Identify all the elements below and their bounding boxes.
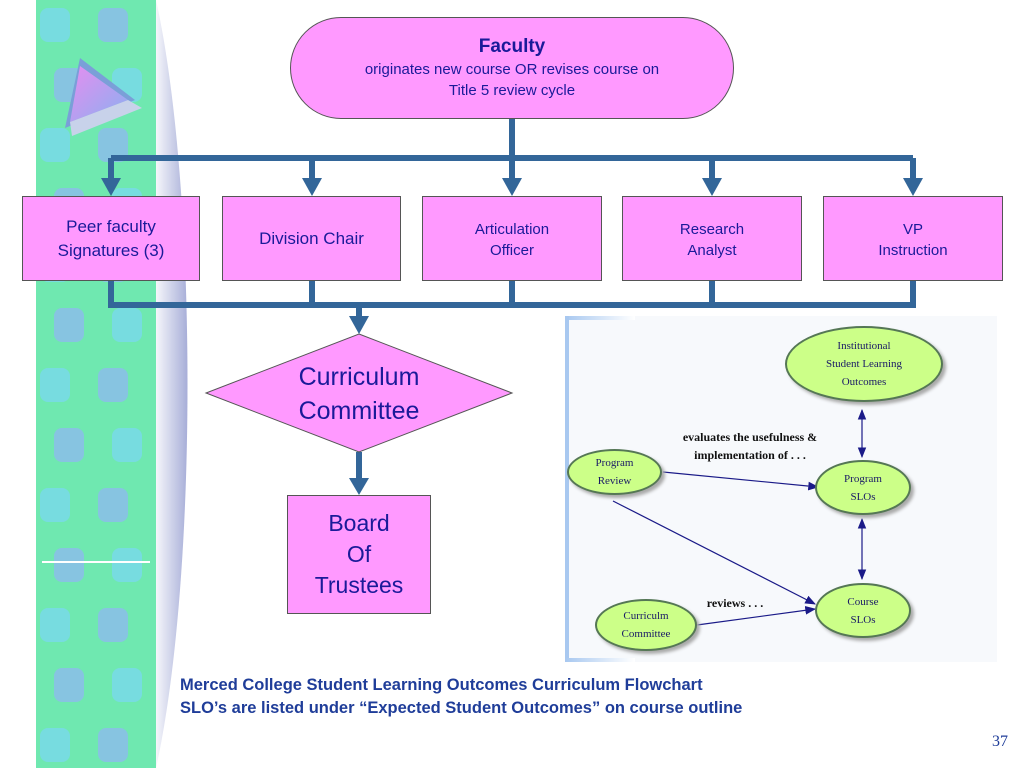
decorative-tile xyxy=(40,128,70,162)
decorative-tile xyxy=(98,368,128,402)
course-slos-line2: SLOs xyxy=(850,613,876,626)
decorative-tile xyxy=(54,308,84,342)
curriculum-committee-oval-line1: Curriculm xyxy=(623,610,669,622)
institutional-slo-oval: Institutional Student Learning Outcomes xyxy=(785,326,943,402)
slo-relationship-diagram: Institutional Student Learning Outcomes … xyxy=(565,316,997,662)
caption-line2: SLO’s are listed under “Expected Student… xyxy=(180,699,743,717)
curriculum-committee-label-line1: Curriculum xyxy=(298,363,420,391)
decorative-tile xyxy=(54,428,84,462)
decorative-tile xyxy=(98,128,128,162)
evaluates-note: evaluates the usefulness & implementatio… xyxy=(665,428,835,464)
curriculum-committee-label: Curriculum Committee xyxy=(206,360,512,428)
decorative-tile xyxy=(54,668,84,702)
decorative-tile xyxy=(98,8,128,42)
arrow-down-icon xyxy=(101,178,121,196)
decorative-tile xyxy=(98,608,128,642)
articulation-officer-label-line2: Officer xyxy=(490,242,534,259)
vp-instruction-label-line1: VP xyxy=(902,221,923,238)
articulation-officer-label-line1: Articulation xyxy=(474,221,550,238)
faculty-description-line2: Title 5 review cycle xyxy=(448,82,576,99)
connector-committee-course xyxy=(696,606,817,626)
board-label-line1: Board xyxy=(328,510,390,536)
arrow-down-icon xyxy=(302,178,322,196)
decorative-tile xyxy=(112,308,142,342)
decorative-tile xyxy=(40,368,70,402)
course-slos-oval: Course SLOs xyxy=(815,583,911,638)
program-slos-line1: Program xyxy=(844,472,882,485)
program-review-line2: Review xyxy=(597,475,632,487)
connector-review-program xyxy=(662,471,820,491)
arrow-down-icon xyxy=(349,478,369,495)
board-label-line2: Of xyxy=(346,541,372,567)
curriculum-committee-label-line2: Committee xyxy=(298,397,420,425)
program-review-line1: Program xyxy=(595,457,634,469)
curriculum-committee-oval-line2: Committee xyxy=(621,628,671,640)
slide-caption: Merced College Student Learning Outcomes… xyxy=(180,674,742,720)
decorative-tile xyxy=(40,608,70,642)
curriculum-committee-diamond xyxy=(204,333,514,453)
program-slos-oval: Program SLOs xyxy=(815,460,911,515)
division-chair-label: Division Chair xyxy=(259,228,364,248)
arrow-down-icon xyxy=(349,316,369,334)
faculty-title: Faculty xyxy=(478,36,546,57)
decorative-tile xyxy=(40,8,70,42)
program-slos-line2: SLOs xyxy=(850,490,876,503)
curriculum-committee-oval: Curriculm Committee xyxy=(595,599,697,651)
program-review-oval: Program Review xyxy=(567,449,662,495)
decorative-tile xyxy=(40,728,70,762)
arrow-down-icon xyxy=(702,178,722,196)
research-analyst-label-line2: Analyst xyxy=(687,242,737,259)
research-analyst-box: Research Analyst xyxy=(622,196,802,281)
decorative-tile xyxy=(112,428,142,462)
peer-faculty-label-line1: Peer faculty xyxy=(66,216,156,236)
triangle-logo-icon xyxy=(65,58,142,136)
decorative-tile xyxy=(112,548,142,582)
page-number: 37 xyxy=(992,733,1008,750)
division-chair-box: Division Chair xyxy=(222,196,401,281)
faculty-box: Faculty originates new course OR revises… xyxy=(290,17,734,119)
decorative-tile xyxy=(98,488,128,522)
evaluates-note-line2: implementation of . . . xyxy=(694,448,806,462)
peer-faculty-label-line2: Signatures (3) xyxy=(57,240,165,260)
board-label-line3: Trustees xyxy=(314,572,404,598)
decorative-tile xyxy=(40,488,70,522)
reviews-note: reviews . . . xyxy=(706,596,764,610)
peer-faculty-box: Peer faculty Signatures (3) xyxy=(22,196,200,281)
arrow-down-icon xyxy=(502,178,522,196)
vp-instruction-label-line2: Instruction xyxy=(878,242,948,259)
decorative-side-band xyxy=(36,0,200,768)
decorative-tile xyxy=(54,548,84,582)
arrow-down-icon xyxy=(903,178,923,196)
decorative-tile xyxy=(98,728,128,762)
decorative-tile xyxy=(112,668,142,702)
institutional-slo-line3: Outcomes xyxy=(841,376,887,388)
evaluates-note-line1: evaluates the usefulness & xyxy=(682,430,818,444)
board-of-trustees-box: Board Of Trustees xyxy=(287,495,431,614)
course-slos-line1: Course xyxy=(847,595,879,608)
faculty-description-line1: originates new course OR revises course … xyxy=(364,61,660,78)
vp-instruction-box: VP Instruction xyxy=(823,196,1003,281)
institutional-slo-line1: Institutional xyxy=(837,340,891,352)
institutional-slo-line2: Student Learning xyxy=(825,358,903,370)
articulation-officer-box: Articulation Officer xyxy=(422,196,602,281)
research-analyst-label-line1: Research xyxy=(679,221,745,238)
connector-review-course xyxy=(612,500,816,605)
caption-line1: Merced College Student Learning Outcomes… xyxy=(180,676,703,694)
